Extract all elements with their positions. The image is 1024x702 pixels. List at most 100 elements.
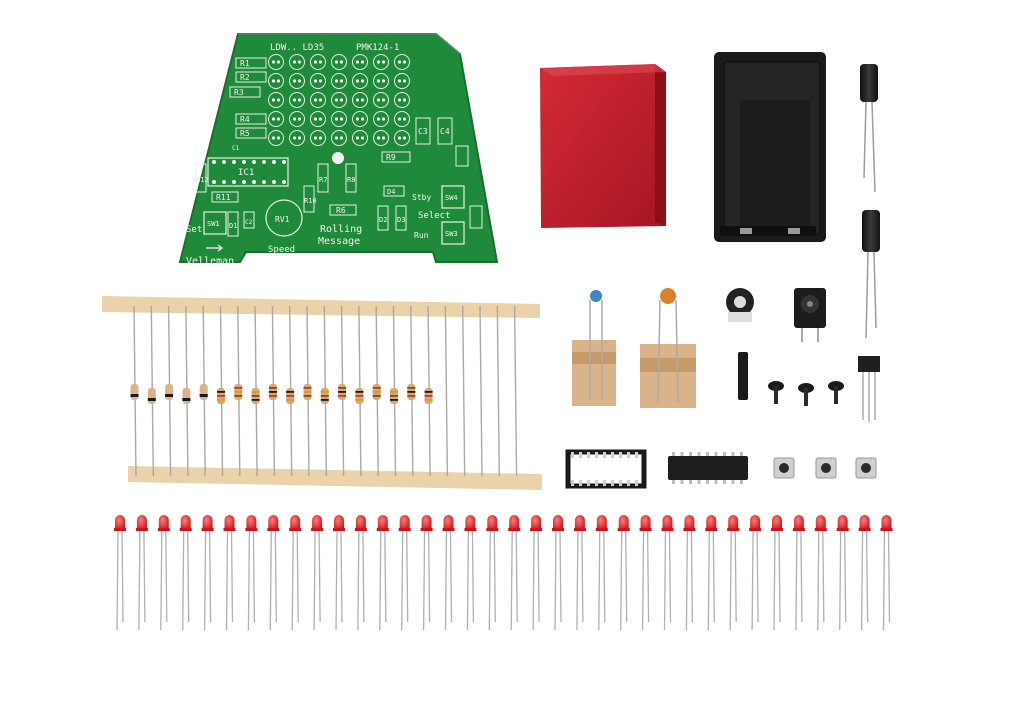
socket-pin [603,452,606,458]
resistor [234,305,243,477]
resistor [496,305,500,477]
red-led [311,515,324,631]
red-led [333,515,345,631]
socket-pin [611,452,614,458]
pcb-led-pad [310,54,326,70]
red-led [836,515,849,631]
socket-pin [571,480,574,486]
pcb-set-label: Set [186,225,202,235]
pcb-led-pad [331,111,347,127]
red-led [595,515,608,631]
red-led [157,515,170,631]
red-led [727,515,740,631]
red-led [771,515,783,631]
pcb-ic-pad [222,180,226,184]
red-led-row [114,515,893,631]
pcb-led-matrix [268,54,410,146]
resistor [338,305,347,477]
tact-switch [855,457,877,479]
resistor [513,305,518,477]
red-led [376,515,389,631]
ic-socket [565,449,647,489]
pcb-led-pad [289,111,305,127]
pcb-led-pad [394,73,410,89]
pcb-led-pad [268,130,284,146]
pcb-ref-rv1: RV1 [275,215,290,224]
pcb-ref-ic1: IC1 [238,168,254,178]
pcb-ref-c3: C3 [418,127,428,136]
pcb-led-pad [310,92,326,108]
pcb-header-left: LDW.. LD35 [270,43,324,53]
red-led [880,515,893,631]
socket-pin [635,452,638,458]
ic-pin [731,480,735,484]
tact-switch [815,457,837,479]
pcb-led-pad [373,73,389,89]
pcb-ref-d3: D3 [397,216,405,224]
socket-pin [587,480,590,486]
pcb-led-pad [352,111,368,127]
red-led [508,515,521,631]
screw [828,381,844,404]
pcb-ic-pads [212,160,286,184]
ic-pin [714,480,718,484]
socket-pin [635,480,638,486]
pcb-ic-pad [282,180,286,184]
red-led [639,515,652,631]
pcb-ic-pad [222,160,226,164]
red-led [245,515,258,631]
ic-pin [697,480,701,484]
socket-pin [595,480,598,486]
socket-pin [611,480,614,486]
red-led [420,515,433,631]
pcb-led-pad [352,92,368,108]
resistor [165,305,174,477]
pcb-ref-r7: R7 [319,176,327,184]
pcb-led-pad [331,54,347,70]
pcb-ref-r4: R4 [240,115,250,124]
pcb-led-pad [268,73,284,89]
socket-pin [619,452,622,458]
red-led [398,515,411,631]
pcb-led-pad [373,54,389,70]
pcb-sw3-footprint [441,221,465,245]
red-led [442,515,455,631]
electrolytic-capacitor-2 [862,210,880,339]
red-led [179,515,192,631]
pcb-sw4-footprint [441,185,465,209]
pcb-ref-c4: C4 [440,127,450,136]
resistor [147,305,156,477]
pcb-ref-sw4: SW4 [445,194,458,202]
red-led [486,515,499,631]
ic-pin [689,480,692,484]
ic-pin [723,480,726,484]
pcb-rolling-label: Rolling [320,224,362,235]
pcb-ref-d1: D1 [229,222,237,230]
pcb-ic-pad [252,180,256,184]
electrolytic-capacitor-1 [860,64,878,193]
red-led [792,515,805,631]
resistor [407,305,416,477]
red-led [617,515,630,631]
socket-pin [587,452,590,458]
pcb-ic-pad [272,160,276,164]
red-led [267,515,280,631]
socket-pin [579,452,582,458]
ic-pin [706,480,709,484]
pcb-brand-logo: Velleman [186,256,234,267]
pcb-ic-pad [232,180,236,184]
pcb-ic-pad [232,160,236,164]
screw [768,381,784,404]
pcb-ref-d4: D4 [387,188,395,196]
red-led [552,515,564,631]
ic-pin [672,480,675,484]
resistor [130,305,139,477]
ic-pin [680,480,684,484]
red-led [749,515,762,631]
pcb-run-label: Run [414,231,429,240]
pcb-ref-sw3: SW3 [445,230,458,238]
pcb-ref-r1: R1 [240,59,250,68]
red-filter-sheet [540,64,666,228]
pcb-ref-r12: R12 [196,176,209,184]
red-led [705,515,718,631]
